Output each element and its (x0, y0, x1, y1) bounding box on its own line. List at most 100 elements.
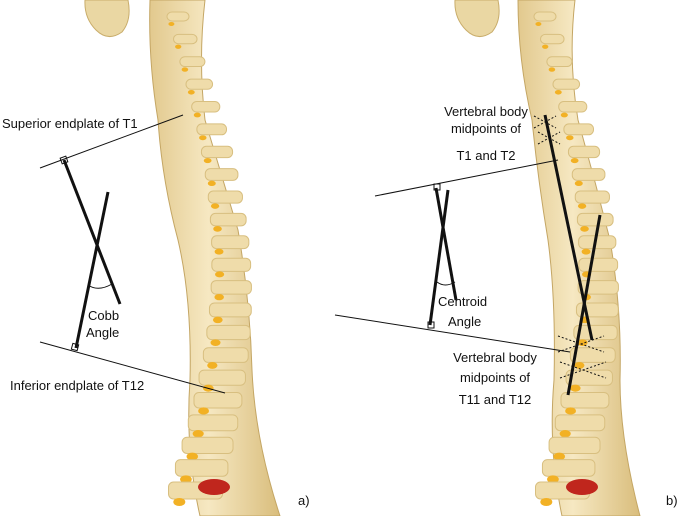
intervertebral-disc (553, 452, 565, 461)
intervertebral-disc (187, 90, 195, 95)
vertebra (198, 369, 246, 386)
label-centroid: Centroid (438, 294, 487, 309)
vertebra (541, 459, 596, 477)
midpoints-t1-t2 (533, 115, 561, 145)
label-bottom-line3: T11 and T12 (459, 392, 532, 407)
vertebra (208, 302, 252, 318)
intervertebral-disc (566, 135, 574, 141)
vertebra (202, 347, 249, 363)
vertebra (187, 414, 239, 432)
superior-endplate-line (39, 114, 184, 169)
intervertebral-disc (192, 430, 204, 438)
vertebra (200, 145, 234, 159)
intervertebral-disc (210, 339, 221, 346)
vertebra (577, 280, 619, 295)
intervertebral-disc (540, 498, 553, 506)
red-marker-b (566, 479, 598, 495)
label-bottom-line1: Vertebral body (453, 350, 537, 365)
intervertebral-disc (580, 226, 589, 232)
intervertebral-disc (199, 135, 207, 141)
vertebra (576, 212, 614, 227)
panel-a: Superior endplate of T1 Cobb Angle Infer… (2, 0, 310, 516)
intervertebral-disc (175, 44, 182, 49)
vertebra (196, 123, 228, 136)
intervertebral-disc (193, 112, 201, 118)
vertebra (204, 168, 239, 181)
vertebra (210, 280, 252, 295)
right-angle-mark-upper (59, 155, 69, 165)
perpendicular-upper-b (434, 187, 458, 301)
label-top-line3: T1 and T2 (456, 148, 515, 163)
vertebra (211, 235, 250, 250)
intervertebral-disc (210, 203, 220, 209)
intervertebral-disc (574, 180, 583, 186)
perpendicular-lower (74, 191, 110, 349)
intervertebral-disc (212, 316, 223, 324)
panel-b: Vertebral body midpoints of T1 and T2 Ce… (334, 0, 678, 516)
label-top-line2: midpoints of (451, 121, 521, 136)
centroid-angle-arc (436, 281, 456, 286)
intervertebral-disc (213, 226, 222, 232)
right-angle-mark-b-upper (433, 183, 441, 191)
intervertebral-disc (203, 158, 212, 164)
vertebra (185, 78, 214, 90)
intervertebral-disc (180, 475, 192, 484)
panel-b-letter: b) (666, 493, 678, 508)
vertebra (193, 391, 243, 409)
skull-fragment-a (84, 0, 130, 37)
intervertebral-disc (570, 384, 581, 392)
vertebra (174, 459, 229, 477)
lower-centroid-line (566, 214, 602, 396)
vertebra (173, 33, 198, 45)
vertebra (191, 101, 221, 113)
right-angle-mark-lower (70, 342, 80, 352)
intervertebral-disc (535, 22, 542, 26)
label-superior-endplate: Superior endplate of T1 (2, 116, 138, 131)
vertebra (558, 101, 588, 113)
label-cobb-angle: Angle (86, 325, 119, 340)
intervertebral-disc (548, 67, 556, 72)
intervertebral-disc (214, 294, 224, 301)
vertebra (207, 190, 243, 204)
intervertebral-disc (574, 362, 585, 369)
label-centroid-angle: Angle (448, 314, 481, 329)
vertebra (552, 78, 581, 90)
intervertebral-disc (554, 90, 562, 95)
intervertebral-disc (168, 22, 175, 26)
intervertebral-disc (207, 362, 218, 369)
lower-reference-line (334, 314, 571, 353)
intervertebral-disc (207, 180, 216, 186)
vertebra (571, 168, 606, 181)
intervertebral-disc (542, 44, 549, 49)
skull-fragment-b (454, 0, 500, 37)
vertebra (574, 190, 610, 204)
cobb-construction (39, 114, 226, 394)
spine-b (517, 0, 641, 516)
panel-a-letter: a) (298, 493, 310, 508)
intervertebral-disc (181, 67, 189, 72)
intervertebral-disc (581, 248, 591, 255)
vertebra (179, 56, 206, 68)
label-cobb: Cobb (88, 308, 119, 323)
spine-a (149, 0, 281, 516)
vertebra (578, 257, 619, 272)
vertebra (206, 324, 251, 341)
intervertebral-disc (173, 498, 186, 506)
inferior-endplate-line (39, 341, 226, 394)
vertebra (565, 369, 613, 386)
midpoints-t11-t12 (557, 335, 607, 379)
red-marker-a (198, 479, 230, 495)
vertebra (554, 414, 606, 432)
centroid-construction (334, 114, 607, 396)
vertebra (563, 123, 595, 136)
intervertebral-disc (215, 271, 225, 278)
intervertebral-disc (577, 203, 587, 209)
intervertebral-disc (547, 475, 559, 484)
vertebra (573, 324, 618, 341)
intervertebral-disc (198, 407, 210, 415)
vertebra (209, 212, 247, 227)
cobb-angle-arc (87, 283, 113, 289)
intervertebral-disc (214, 248, 224, 255)
